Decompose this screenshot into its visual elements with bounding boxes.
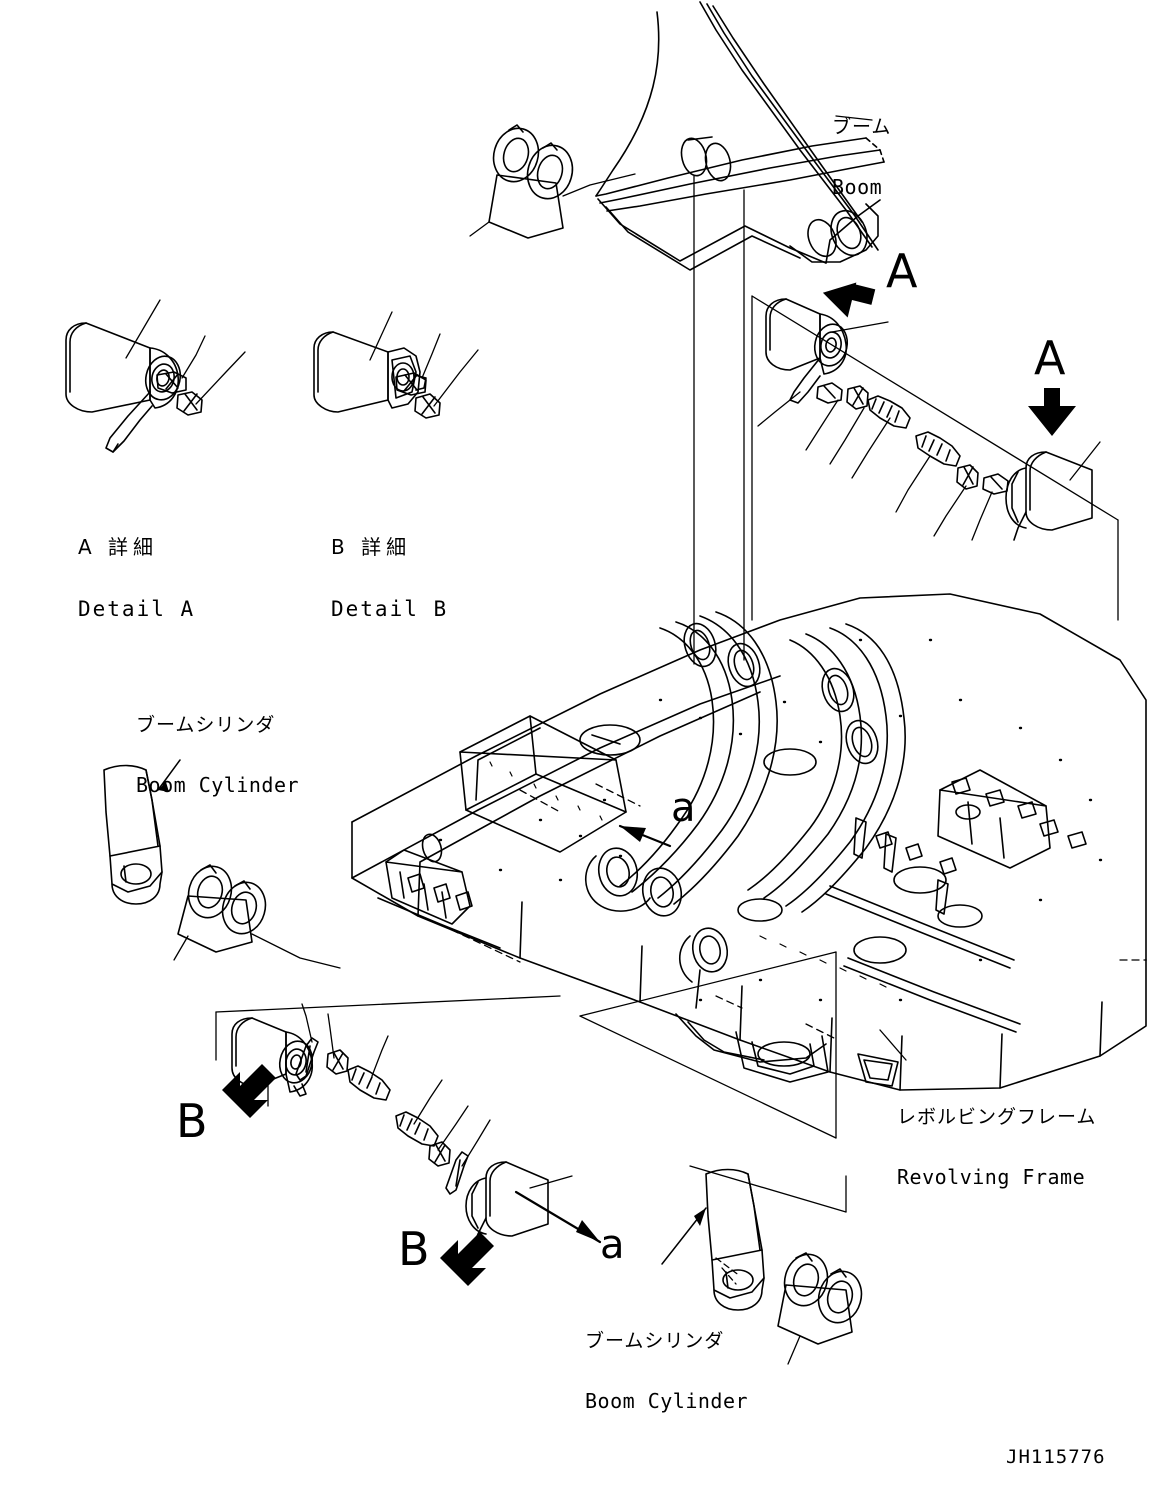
section-arrow-a-frame <box>618 824 672 848</box>
drawing-number: JH115776 <box>1006 1446 1106 1468</box>
label-boom-cylinder-left: ブームシリンダ Boom Cylinder <box>136 676 299 835</box>
label-revolving-frame: レボルビングフレーム Revolving Frame <box>897 1068 1096 1227</box>
boom-cylinder-left <box>103 759 181 905</box>
section-mark-A-right: A <box>1034 331 1066 385</box>
pin-assembly-lower-left <box>231 1003 391 1107</box>
label-detail-b-en: Detail B <box>331 597 449 622</box>
section-mark-B-left: B <box>176 1094 208 1148</box>
section-arrow-A-right <box>1028 388 1076 436</box>
label-boom-cylinder-bottom-jp: ブームシリンダ <box>585 1329 725 1352</box>
label-boom-cylinder-left-jp: ブームシリンダ <box>136 713 276 736</box>
section-arrow-B-left <box>222 1064 276 1118</box>
label-revolving-frame-jp: レボルビングフレーム <box>897 1105 1097 1128</box>
boom-shim-set-bottom <box>777 1252 863 1365</box>
pin-assembly-upper-right <box>757 298 911 479</box>
section-arrow-a-lower <box>514 1190 602 1244</box>
pin-assembly-right <box>751 295 1119 621</box>
label-revolving-frame-en: Revolving Frame <box>897 1164 1086 1189</box>
revolving-frame <box>351 593 1147 1091</box>
projection-lines <box>693 175 745 665</box>
label-boom-cylinder-left-en: Boom Cylinder <box>136 772 300 797</box>
section-mark-a-lower: a <box>600 1222 625 1268</box>
section-mark-a-frame: a <box>671 785 696 831</box>
label-detail-b-jp: B 詳細 <box>331 534 412 559</box>
boom-assembly <box>595 1 885 271</box>
section-frame-box <box>579 951 837 1139</box>
label-boom: ブーム Boom <box>832 78 891 237</box>
section-arrow-A-upper <box>822 282 876 318</box>
detail-b-exploded <box>313 311 479 419</box>
section-mark-A-upper: A <box>886 244 918 298</box>
label-detail-b: B 詳細 Detail B <box>331 498 448 660</box>
boom-shim-set-left <box>173 864 341 969</box>
label-detail-a: A 詳細 Detail A <box>78 498 195 660</box>
label-boom-jp: ブーム <box>832 115 892 138</box>
label-boom-cylinder-bottom: ブームシリンダ Boom Cylinder <box>585 1292 748 1451</box>
label-boom-cylinder-bottom-en: Boom Cylinder <box>585 1388 749 1413</box>
boom-shim-set-upper <box>469 124 636 239</box>
section-mark-B-lower: B <box>398 1222 430 1276</box>
section-arrow-B-lower <box>440 1232 494 1286</box>
label-detail-a-jp: A 詳細 <box>78 534 159 559</box>
label-boom-en: Boom <box>832 174 883 199</box>
label-detail-a-en: Detail A <box>78 597 196 622</box>
boom-cylinder-bottom <box>661 1165 847 1311</box>
pin-assembly-lower-right <box>215 995 573 1245</box>
detail-a-exploded <box>65 299 246 453</box>
